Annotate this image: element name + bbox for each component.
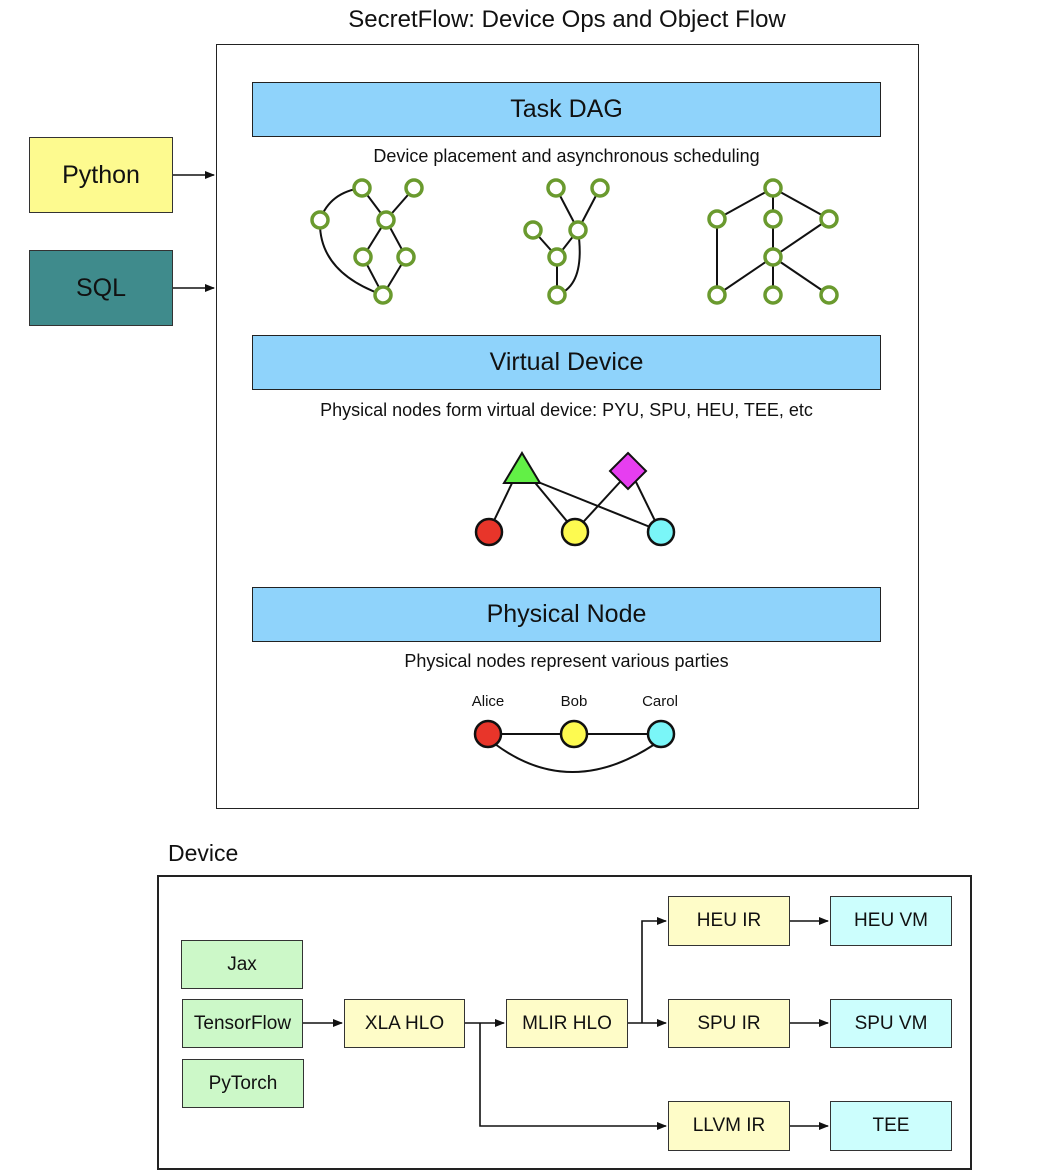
- runtime-spu-vm-label: SPU VM: [854, 1012, 928, 1034]
- ir-xla-hlo: XLA HLO: [344, 999, 465, 1048]
- party-label-bob: Bob: [560, 693, 588, 710]
- frontend-jax: Jax: [181, 940, 303, 989]
- sql-input-box: SQL: [29, 250, 173, 326]
- runtime-tee: TEE: [830, 1101, 952, 1151]
- physical-node-label: Physical Node: [486, 600, 647, 628]
- diagram-title: SecretFlow: Device Ops and Object Flow: [348, 6, 786, 33]
- task-dag-caption: Device placement and asynchronous schedu…: [373, 146, 760, 166]
- ir-heu-label: HEU IR: [696, 910, 762, 931]
- frontend-tensorflow-label: TensorFlow: [193, 1012, 292, 1034]
- frontend-pytorch-label: PyTorch: [208, 1072, 278, 1094]
- ir-xla-hlo-label: XLA HLO: [364, 1012, 445, 1034]
- frontend-pytorch: PyTorch: [182, 1059, 304, 1108]
- ir-mlir-hlo-label: MLIR HLO: [522, 1012, 612, 1034]
- physical-node-band: Physical Node: [252, 587, 881, 642]
- ir-spu: SPU IR: [668, 999, 790, 1048]
- secretflow-frame: [216, 44, 919, 809]
- device-section-title: Device: [168, 840, 239, 866]
- runtime-tee-label: TEE: [872, 1115, 910, 1136]
- party-label-alice: Alice: [471, 693, 505, 710]
- physical-node-caption: Physical nodes represent various parties: [404, 651, 729, 671]
- runtime-heu-vm-label: HEU VM: [854, 910, 928, 931]
- python-input-box: Python: [29, 137, 173, 213]
- ir-spu-label: SPU IR: [697, 1012, 761, 1034]
- party-label-carol: Carol: [642, 693, 678, 710]
- ir-mlir-hlo: MLIR HLO: [506, 999, 628, 1048]
- frontend-tensorflow: TensorFlow: [182, 999, 303, 1048]
- virtual-device-label: Virtual Device: [489, 348, 644, 376]
- ir-llvm-label: LLVM IR: [692, 1115, 766, 1136]
- virtual-device-band: Virtual Device: [252, 335, 881, 390]
- task-dag-label: Task DAG: [510, 95, 623, 123]
- virtual-device-caption: Physical nodes form virtual device: PYU,…: [320, 400, 813, 420]
- sql-label: SQL: [75, 273, 127, 302]
- runtime-spu-vm: SPU VM: [830, 999, 952, 1048]
- task-dag-band: Task DAG: [252, 82, 881, 137]
- runtime-heu-vm: HEU VM: [830, 896, 952, 946]
- frontend-jax-label: Jax: [227, 953, 257, 975]
- python-label: Python: [62, 160, 140, 189]
- ir-llvm: LLVM IR: [668, 1101, 790, 1151]
- ir-heu: HEU IR: [668, 896, 790, 946]
